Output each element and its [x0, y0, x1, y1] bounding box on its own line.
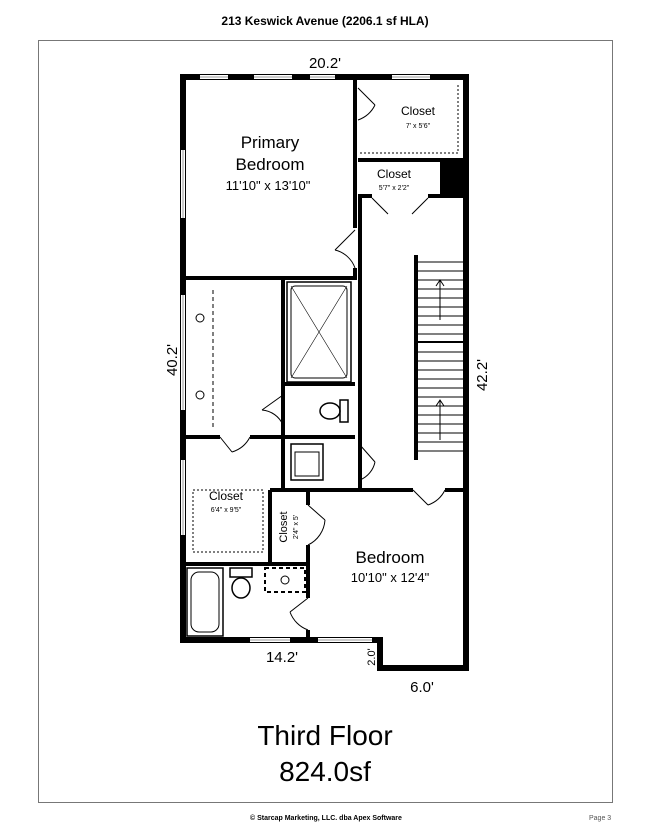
room-name: Bedroom — [236, 155, 305, 174]
room-name: Closet — [278, 511, 290, 542]
stair-arrow-icon — [435, 279, 445, 320]
room-name: Bedroom — [356, 548, 425, 567]
room-size: 6'4" x 9'5" — [211, 507, 242, 514]
room-size: 11'10" x 13'10" — [226, 178, 311, 193]
room-name: Closet — [377, 167, 412, 181]
dimension-bottom-right: 6.0' — [410, 679, 434, 696]
page-number: Page 3 — [589, 815, 612, 822]
room-size: 2'4" x 5' — [293, 515, 300, 539]
page-frame — [38, 40, 613, 803]
copyright: © Starcap Marketing, LLC. dba Apex Softw… — [250, 815, 402, 822]
dimension-top: 20.2' — [309, 55, 341, 72]
floor-area: 824.0sf — [279, 756, 371, 787]
dimension-right: 42.2' — [474, 359, 491, 391]
dimension-bottom-left: 14.2' — [266, 649, 298, 666]
floor-name: Third Floor — [257, 720, 393, 751]
dimension-left: 40.2' — [164, 344, 181, 376]
walls — [180, 74, 469, 671]
dimension-notch: 2.0' — [366, 648, 378, 665]
stair-arrow-icon — [435, 399, 445, 440]
room-name: Primary — [241, 133, 300, 152]
room-size: 10'10" x 12'4" — [351, 570, 430, 585]
room-size: 5'7" x 2'2" — [379, 185, 410, 192]
room-size: 7' x 5'6" — [406, 123, 431, 130]
page-title: 213 Keswick Avenue (2206.1 sf HLA) — [221, 14, 429, 28]
room-name: Closet — [401, 104, 436, 118]
room-name: Closet — [209, 489, 244, 503]
